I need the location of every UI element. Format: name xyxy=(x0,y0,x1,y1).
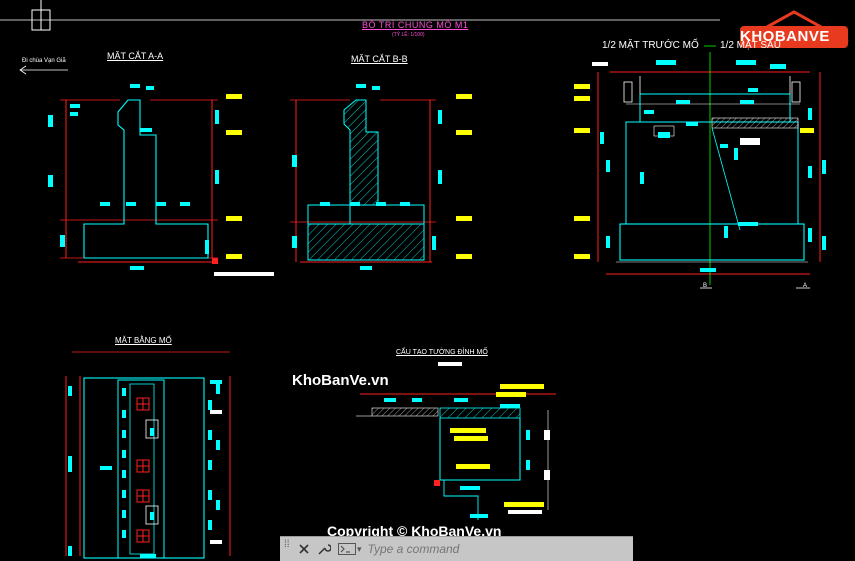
direction-note: Đi chùa Vạn Giã xyxy=(22,58,66,64)
grip-handle-icon[interactable]: ⁞⁞ xyxy=(284,539,290,550)
section-a-a-drawing[interactable] xyxy=(48,84,274,276)
logo-text: KHOBANVE xyxy=(740,28,830,45)
section-b-b-drawing[interactable] xyxy=(290,84,472,270)
watermark-site: KhoBanVe.vn xyxy=(292,372,389,389)
command-input[interactable] xyxy=(365,541,620,557)
wall-detail-drawing[interactable] xyxy=(356,362,556,520)
direction-arrow xyxy=(19,65,68,75)
wall-detail-title: CẤU TẠO TƯỜNG ĐỈNH MỐ xyxy=(396,349,488,356)
front-back-elevation-drawing[interactable] xyxy=(574,45,826,289)
front-half-title: 1/2 MẶT TRƯỚC MỐ xyxy=(602,40,699,51)
side-half-title: 1/2 MẶT SAU xyxy=(720,40,781,51)
watermark-copyright: Copyright © KhoBanVe.vn xyxy=(327,523,502,539)
plan-title: MẶT BẰNG MỐ xyxy=(115,336,172,345)
drawing-scale-note: (TỶ LỆ: 1/100) xyxy=(392,32,425,38)
wrench-icon[interactable] xyxy=(316,540,332,558)
section-a-a-title: MẶT CẮT A-A xyxy=(107,51,164,61)
marker-b-label: B xyxy=(703,283,708,289)
section-b-b-title: MẶT CẮT B-B xyxy=(351,54,408,64)
command-prompt: ▾ xyxy=(338,541,620,557)
close-icon[interactable] xyxy=(296,540,312,558)
command-line-bar[interactable]: ⁞⁞ ▾ xyxy=(280,536,633,561)
marker-a-label: A xyxy=(803,283,808,289)
plan-view-drawing[interactable] xyxy=(65,351,231,559)
logo-house-icon xyxy=(739,10,849,48)
drawing-main-title: BỐ TRÍ CHUNG MỐ M1 xyxy=(362,20,469,30)
ucs-crosshair xyxy=(0,0,720,31)
command-prompt-icon xyxy=(338,543,356,555)
